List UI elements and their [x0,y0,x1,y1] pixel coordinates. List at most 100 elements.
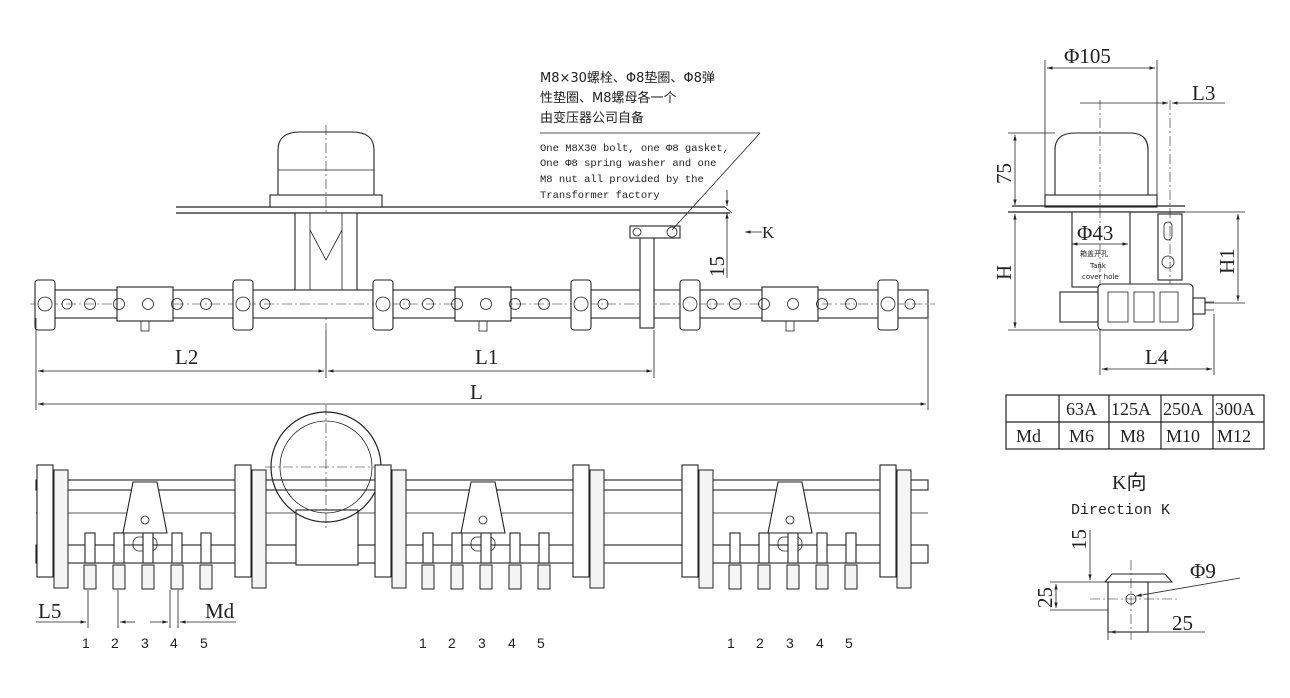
note-cn-line-1: M8×30螺栓、Φ8垫圈、Φ8弹 [540,70,715,86]
note-leader [671,132,761,231]
note-cn-line-3: 由变压器公司自备 [540,110,644,126]
bottom-clamp-bolt [53,469,69,589]
installation-note: M8×30螺栓、Φ8垫圈、Φ8弹 性垫圈、M8螺母各一个 由变压器公司自备 On… [540,70,729,202]
direction-k-title-cn: K向 [1112,471,1146,494]
clamp-nut [597,298,609,310]
group2-pos-4: 4 [508,635,516,651]
table-row-label-md: Md [1016,426,1041,446]
contact-point [758,298,770,310]
dim-md: Md [205,599,235,623]
note-en-line-3: M8 nut all provided by the [540,174,704,186]
contact-stem [478,320,488,332]
support-clamp [34,279,56,331]
dim-h: H [992,265,1016,280]
bottom-clamp [879,464,897,578]
table-cell-m12: M12 [1217,426,1251,446]
bottom-terminal-thread [83,564,97,590]
contact-housing [116,286,174,322]
bottom-terminal [84,532,96,564]
bottom-view: L5 Md 1 2 3 4 5 1 2 3 4 5 1 2 3 4 5 [35,405,929,651]
bottom-terminal [509,532,521,564]
dim-k-15: 15 [1067,529,1091,550]
bottom-terminal-thread [508,564,522,590]
clamp-bolt [37,296,53,312]
contact-point [142,298,154,310]
group1-pos-3: 3 [141,635,149,651]
clamp-bolt [235,296,251,312]
note-en-line-4: Transformer factory [540,190,660,202]
dim-l1: L1 [475,345,498,369]
tank-cover-label-en-2: cover hole [1082,273,1119,281]
contact-point [787,298,799,310]
clamp-bolt [880,296,896,312]
group1-pos-4: 4 [170,635,178,651]
dim-l3: L3 [1192,81,1215,105]
contact-point [171,298,183,310]
contact-point [845,298,857,310]
bottom-terminal [113,532,125,564]
bottom-terminal [480,532,492,564]
bottom-terminal [171,532,183,564]
bottom-clamp-bolt [391,469,407,589]
clamp-bolt [375,296,391,312]
clamp-bolt [573,296,589,312]
contact-point [451,298,463,310]
group3-pos-1: 1 [727,635,735,651]
bottom-terminal [422,532,434,564]
group1-pos-1: 1 [82,635,90,651]
clamp-nut [259,298,271,310]
dim-l4: L4 [1145,345,1169,369]
table-cell-m6: M6 [1069,426,1094,446]
dim-phi105: Φ105 [1064,44,1111,68]
bottom-terminal-thread [786,564,800,590]
bottom-terminal [200,532,212,564]
drive-housing [269,125,383,330]
bottom-terminal [538,532,550,564]
contact-point [538,298,550,310]
dim-h1: H1 [1215,248,1239,274]
dim-phi43: Φ43 [1077,221,1113,245]
group2-pos-3: 3 [478,635,486,651]
contact-point [422,298,434,310]
bottom-terminal-thread [421,564,435,590]
front-view: 15 K L2 L1 L [30,125,935,410]
side-view: 箱盖开孔 Tank cover hole Φ105 L3 75 Φ43 H H1 [992,44,1245,375]
bottom-clamp-bolt [589,469,605,589]
bottom-terminal-thread [141,564,155,590]
bottom-contact-pivot [140,515,150,525]
support-clamp [372,279,394,331]
bottom-clamp [374,464,392,578]
bottom-terminal-thread [170,564,184,590]
bottom-clamp-bolt [896,469,912,589]
group2-pos-2: 2 [448,635,456,651]
table-header-125a: 125A [1111,399,1151,419]
bottom-terminal-thread [537,564,551,590]
contact-point [200,298,212,310]
support-clamp [679,279,701,331]
dim-k-25-horizontal: 25 [1172,611,1193,635]
bottom-clamp [234,464,252,578]
bottom-terminal-thread [815,564,829,590]
bottom-terminal [758,532,770,564]
contact-point [509,298,521,310]
table-header-250a: 250A [1163,399,1203,419]
clamp-nut [399,298,411,310]
tank-cover-label-en-1: Tank [1089,262,1107,270]
contact-point [84,298,96,310]
spec-table: 63A 125A 250A 300A Md M6 M8 M10 M12 [1005,394,1265,450]
group3-pos-5: 5 [845,635,853,651]
group1-pos-2: 2 [111,635,119,651]
bottom-terminal [845,532,857,564]
support-clamp [877,279,899,331]
contact-housing [761,286,819,322]
contact-point [729,298,741,310]
dim-l2: L2 [175,345,198,369]
dim-l: L [470,380,483,404]
dim-l5: L5 [38,599,61,623]
clamp-nut [61,298,73,310]
group3-pos-3: 3 [786,635,794,651]
bottom-clamp [572,464,590,578]
bottom-terminal [451,532,463,564]
bottom-terminal-thread [757,564,771,590]
contact-stem [785,320,795,332]
